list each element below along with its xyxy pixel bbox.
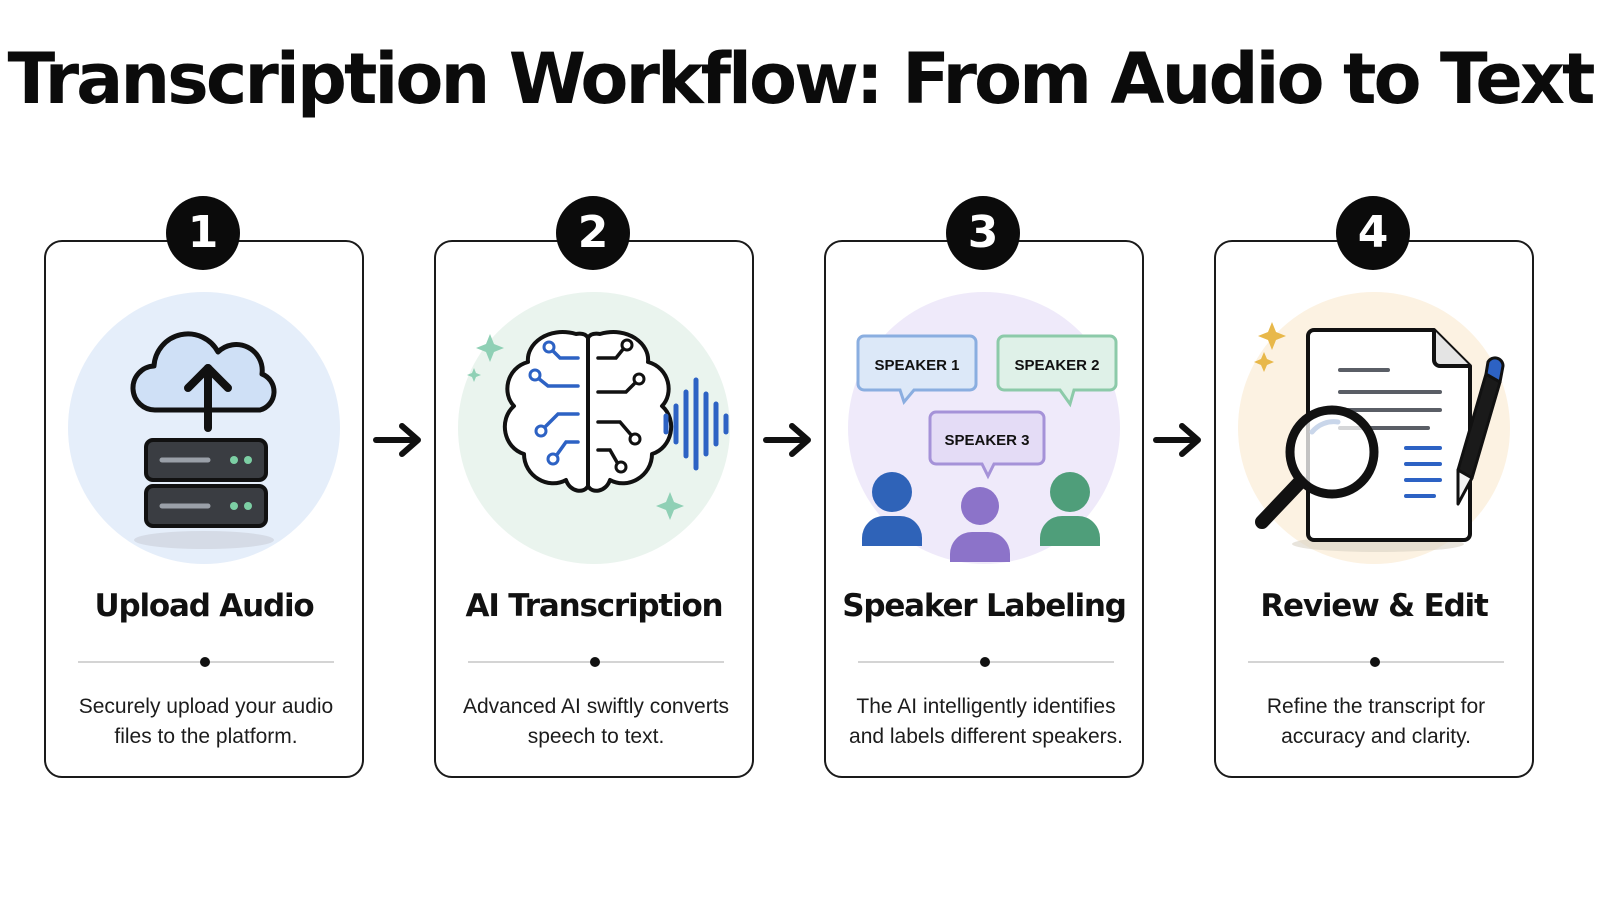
speaker-1-label: SPEAKER 1 (874, 357, 959, 374)
person-icon (950, 487, 1010, 562)
step-2-divider-dot (590, 657, 600, 667)
step-2-card: AI Transcription Advanced AI swiftly con… (434, 240, 754, 778)
step-2-title: AI Transcription (465, 588, 724, 624)
server-icon (144, 438, 268, 528)
review-edit-illustration (1238, 292, 1510, 564)
sound-wave-icon (663, 377, 729, 471)
speaker-labeling-illustration: SPEAKER 1 SPEAKER 2 SPEAKER 3 (848, 292, 1120, 564)
step-3-card: SPEAKER 1 SPEAKER 2 SPEAKER 3 Speaker La… (824, 240, 1144, 778)
speech-bubble-icon: SPEAKER 3 (928, 410, 1046, 480)
person-icon (862, 472, 922, 546)
arrow-right-icon (1153, 423, 1201, 457)
magnifier-icon (1255, 405, 1379, 529)
step-4-card: Review & Edit Refine the transcript for … (1214, 240, 1534, 778)
step-3-description: The AI intelligently identifies and labe… (849, 695, 1123, 748)
page-title: Transcription Workflow: From Audio to Te… (7, 38, 1596, 120)
sparkle-icon (467, 334, 684, 520)
step-3-divider-dot (980, 657, 990, 667)
arrow-right-icon (373, 423, 421, 457)
speech-bubble-icon: SPEAKER 1 (856, 334, 978, 406)
sparkle-icon (1254, 322, 1286, 372)
step-1-description: Securely upload your audio files to the … (78, 695, 334, 748)
person-icon (1040, 472, 1100, 546)
speaker-3-label: SPEAKER 3 (944, 432, 1029, 449)
step-3-badge: 3 (946, 196, 1020, 270)
ai-transcription-illustration (458, 292, 730, 564)
step-4-title: Review & Edit (1260, 588, 1488, 624)
step-1-card: Upload Audio Securely upload your audio … (44, 240, 364, 778)
cloud-upload-icon (130, 331, 277, 432)
step-2-badge: 2 (556, 196, 630, 270)
step-4-description: Refine the transcript for accuracy and c… (1266, 695, 1486, 748)
step-4-badge: 4 (1336, 196, 1410, 270)
speaker-2-label: SPEAKER 2 (1014, 357, 1099, 374)
step-1-divider-dot (200, 657, 210, 667)
step-4-divider-dot (1370, 657, 1380, 667)
step-3-title: Speaker Labeling (842, 588, 1127, 624)
step-1-badge: 1 (166, 196, 240, 270)
arrow-right-icon (763, 423, 811, 457)
upload-audio-illustration (68, 292, 340, 564)
step-2-description: Advanced AI swiftly converts speech to t… (462, 695, 730, 748)
pen-icon (1456, 356, 1505, 506)
brain-circuit-icon (503, 330, 673, 493)
speech-bubble-icon: SPEAKER 2 (996, 334, 1118, 408)
step-1-title: Upload Audio (94, 588, 315, 624)
